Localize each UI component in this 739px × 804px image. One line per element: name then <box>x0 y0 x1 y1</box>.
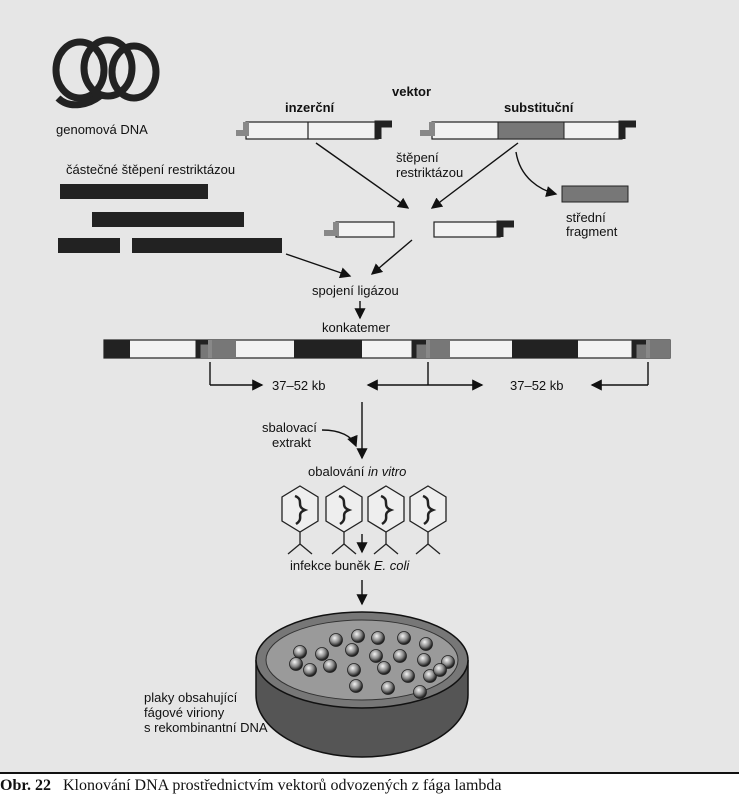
plaque <box>371 631 385 645</box>
plaque <box>345 643 359 657</box>
cleavage-label-line1: štěpení <box>396 150 439 165</box>
arrow-substitution-to-arms <box>430 142 519 209</box>
genomic-fragment <box>58 238 120 253</box>
plaque <box>393 649 407 663</box>
substitution-vector-label: substituční <box>504 100 574 115</box>
vector-arm-left <box>324 221 395 238</box>
plaques-label-2: fágové viriony <box>144 705 225 720</box>
arrow-insertion-to-arms <box>315 142 410 209</box>
lambda-cloning-diagram: genomová DNA částečné štěpení restriktáz… <box>52 36 671 758</box>
genomic-fragment <box>60 184 208 199</box>
plaque <box>347 663 361 677</box>
plaques-label-3: s rekombinantní DNA <box>144 720 268 735</box>
plaques-label-1: plaky obsahující <box>144 690 238 705</box>
phage-particles <box>281 485 447 555</box>
phage-particle <box>409 485 447 555</box>
partial-digest-label: částečné štěpení restriktázou <box>66 162 235 177</box>
size-label-left: 37–52 kb <box>272 378 326 393</box>
phage-particle <box>281 485 319 555</box>
phage-particle <box>367 485 405 555</box>
substitution-vector <box>420 120 636 140</box>
phage-particle <box>325 485 363 555</box>
infection-label: infekce buněk E. coli <box>290 558 410 573</box>
figure-panel: genomová DNA částečné štěpení restriktáz… <box>0 0 739 772</box>
plaque <box>351 629 365 643</box>
plaque <box>323 659 337 673</box>
plaque <box>369 649 383 663</box>
plaque <box>419 637 433 651</box>
insertion-vector-label: inzerční <box>285 100 335 115</box>
plaque <box>413 685 427 699</box>
plaque <box>315 647 329 661</box>
plaque <box>433 663 447 677</box>
genomic-fragments <box>58 184 282 253</box>
caption-text: Klonování DNA prostřednictvím vektorů od… <box>62 777 502 794</box>
concatemer-label: konkatemer <box>322 320 391 335</box>
arrow-packaging-extract <box>321 429 358 448</box>
middle-fragment <box>561 185 629 203</box>
caption-number: Obr. 22 <box>0 777 51 794</box>
plaque <box>397 631 411 645</box>
plaque <box>293 645 307 659</box>
genomic-dna-coil <box>52 36 160 109</box>
middle-fragment-label-1: střední <box>566 210 606 225</box>
size-label-right: 37–52 kb <box>510 378 564 393</box>
plaque <box>381 681 395 695</box>
vector-arm-right <box>433 220 514 238</box>
figure-caption: Obr. 22 Klonování DNA prostřednictvím ve… <box>0 777 739 801</box>
insertion-vector <box>236 120 392 140</box>
plaque <box>289 657 303 671</box>
ligation-label: spojení ligázou <box>312 283 399 298</box>
packaging-extract-label-1: sbalovací <box>262 420 317 435</box>
plaque <box>303 663 317 677</box>
plaques <box>289 629 455 699</box>
plaque <box>417 653 431 667</box>
arrow-fragments-to-ligation <box>285 253 352 279</box>
size-brackets <box>209 362 649 391</box>
packaging-extract-label-2: extrakt <box>272 435 311 450</box>
in-vitro-label: obalování in vitro <box>308 464 406 479</box>
caption-rule <box>0 772 739 774</box>
genomic-fragment <box>92 212 244 227</box>
concatemer-strand <box>103 339 671 359</box>
plaque <box>349 679 363 693</box>
genomic-fragment <box>132 238 282 253</box>
middle-fragment-label-2: fragment <box>566 224 618 239</box>
plaque <box>423 669 437 683</box>
vector-title: vektor <box>392 84 431 99</box>
cleavage-label-line2: restriktázou <box>396 165 463 180</box>
plaque <box>401 669 415 683</box>
arrow-arms-to-ligation <box>370 239 413 275</box>
genomic-dna-label: genomová DNA <box>56 122 148 137</box>
plaque <box>377 661 391 675</box>
arrow-to-middle-fragment <box>515 151 558 198</box>
plaque <box>329 633 343 647</box>
